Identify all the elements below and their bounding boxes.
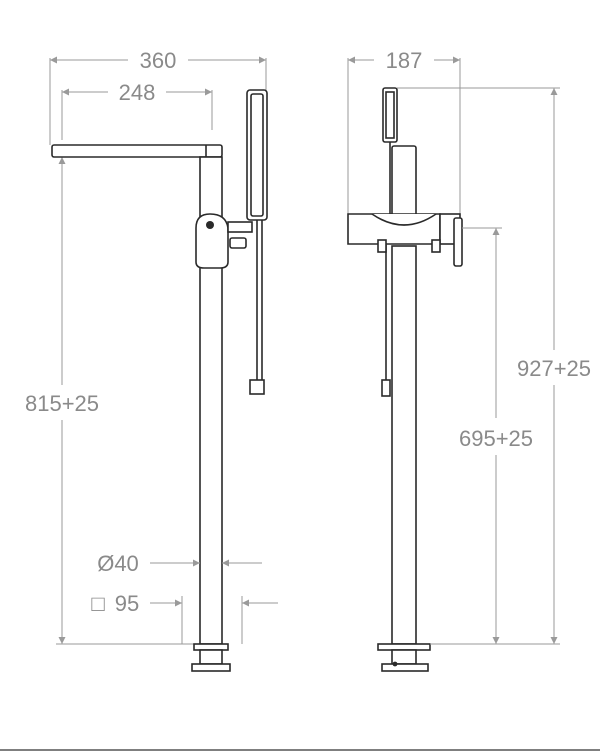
dim-187: 187 [347, 48, 461, 215]
dim-927: 927+25 [397, 87, 591, 645]
hand-shower [246, 89, 268, 395]
dim-base-square-label: 95 [115, 591, 139, 616]
spout-arm [51, 144, 223, 158]
square-symbol: □ [91, 591, 104, 616]
front-view: 360 248 815+25 [25, 48, 278, 672]
side-view: 187 [347, 48, 591, 672]
dim-815: 815+25 [25, 157, 200, 645]
dim-248-label: 248 [119, 80, 156, 105]
dim-diameter-label: Ø40 [97, 551, 139, 576]
dim-187-label: 187 [386, 48, 423, 73]
dim-695: 695+25 [459, 227, 533, 644]
mixer-body [195, 213, 253, 269]
dim-695-label: 695+25 [459, 426, 533, 451]
side-base [377, 643, 431, 672]
dim-base-square: □ 95 [91, 591, 278, 644]
dim-815-label: 815+25 [25, 391, 99, 416]
side-column [391, 145, 417, 645]
dim-360-label: 360 [140, 48, 177, 73]
front-base [191, 643, 231, 672]
side-hand-shower [381, 87, 398, 397]
dim-927-label: 927+25 [517, 356, 591, 381]
dim-360: 360 [49, 48, 267, 145]
dim-diameter: Ø40 [97, 551, 262, 576]
dim-248: 248 [61, 80, 213, 140]
side-mixer [347, 213, 463, 267]
